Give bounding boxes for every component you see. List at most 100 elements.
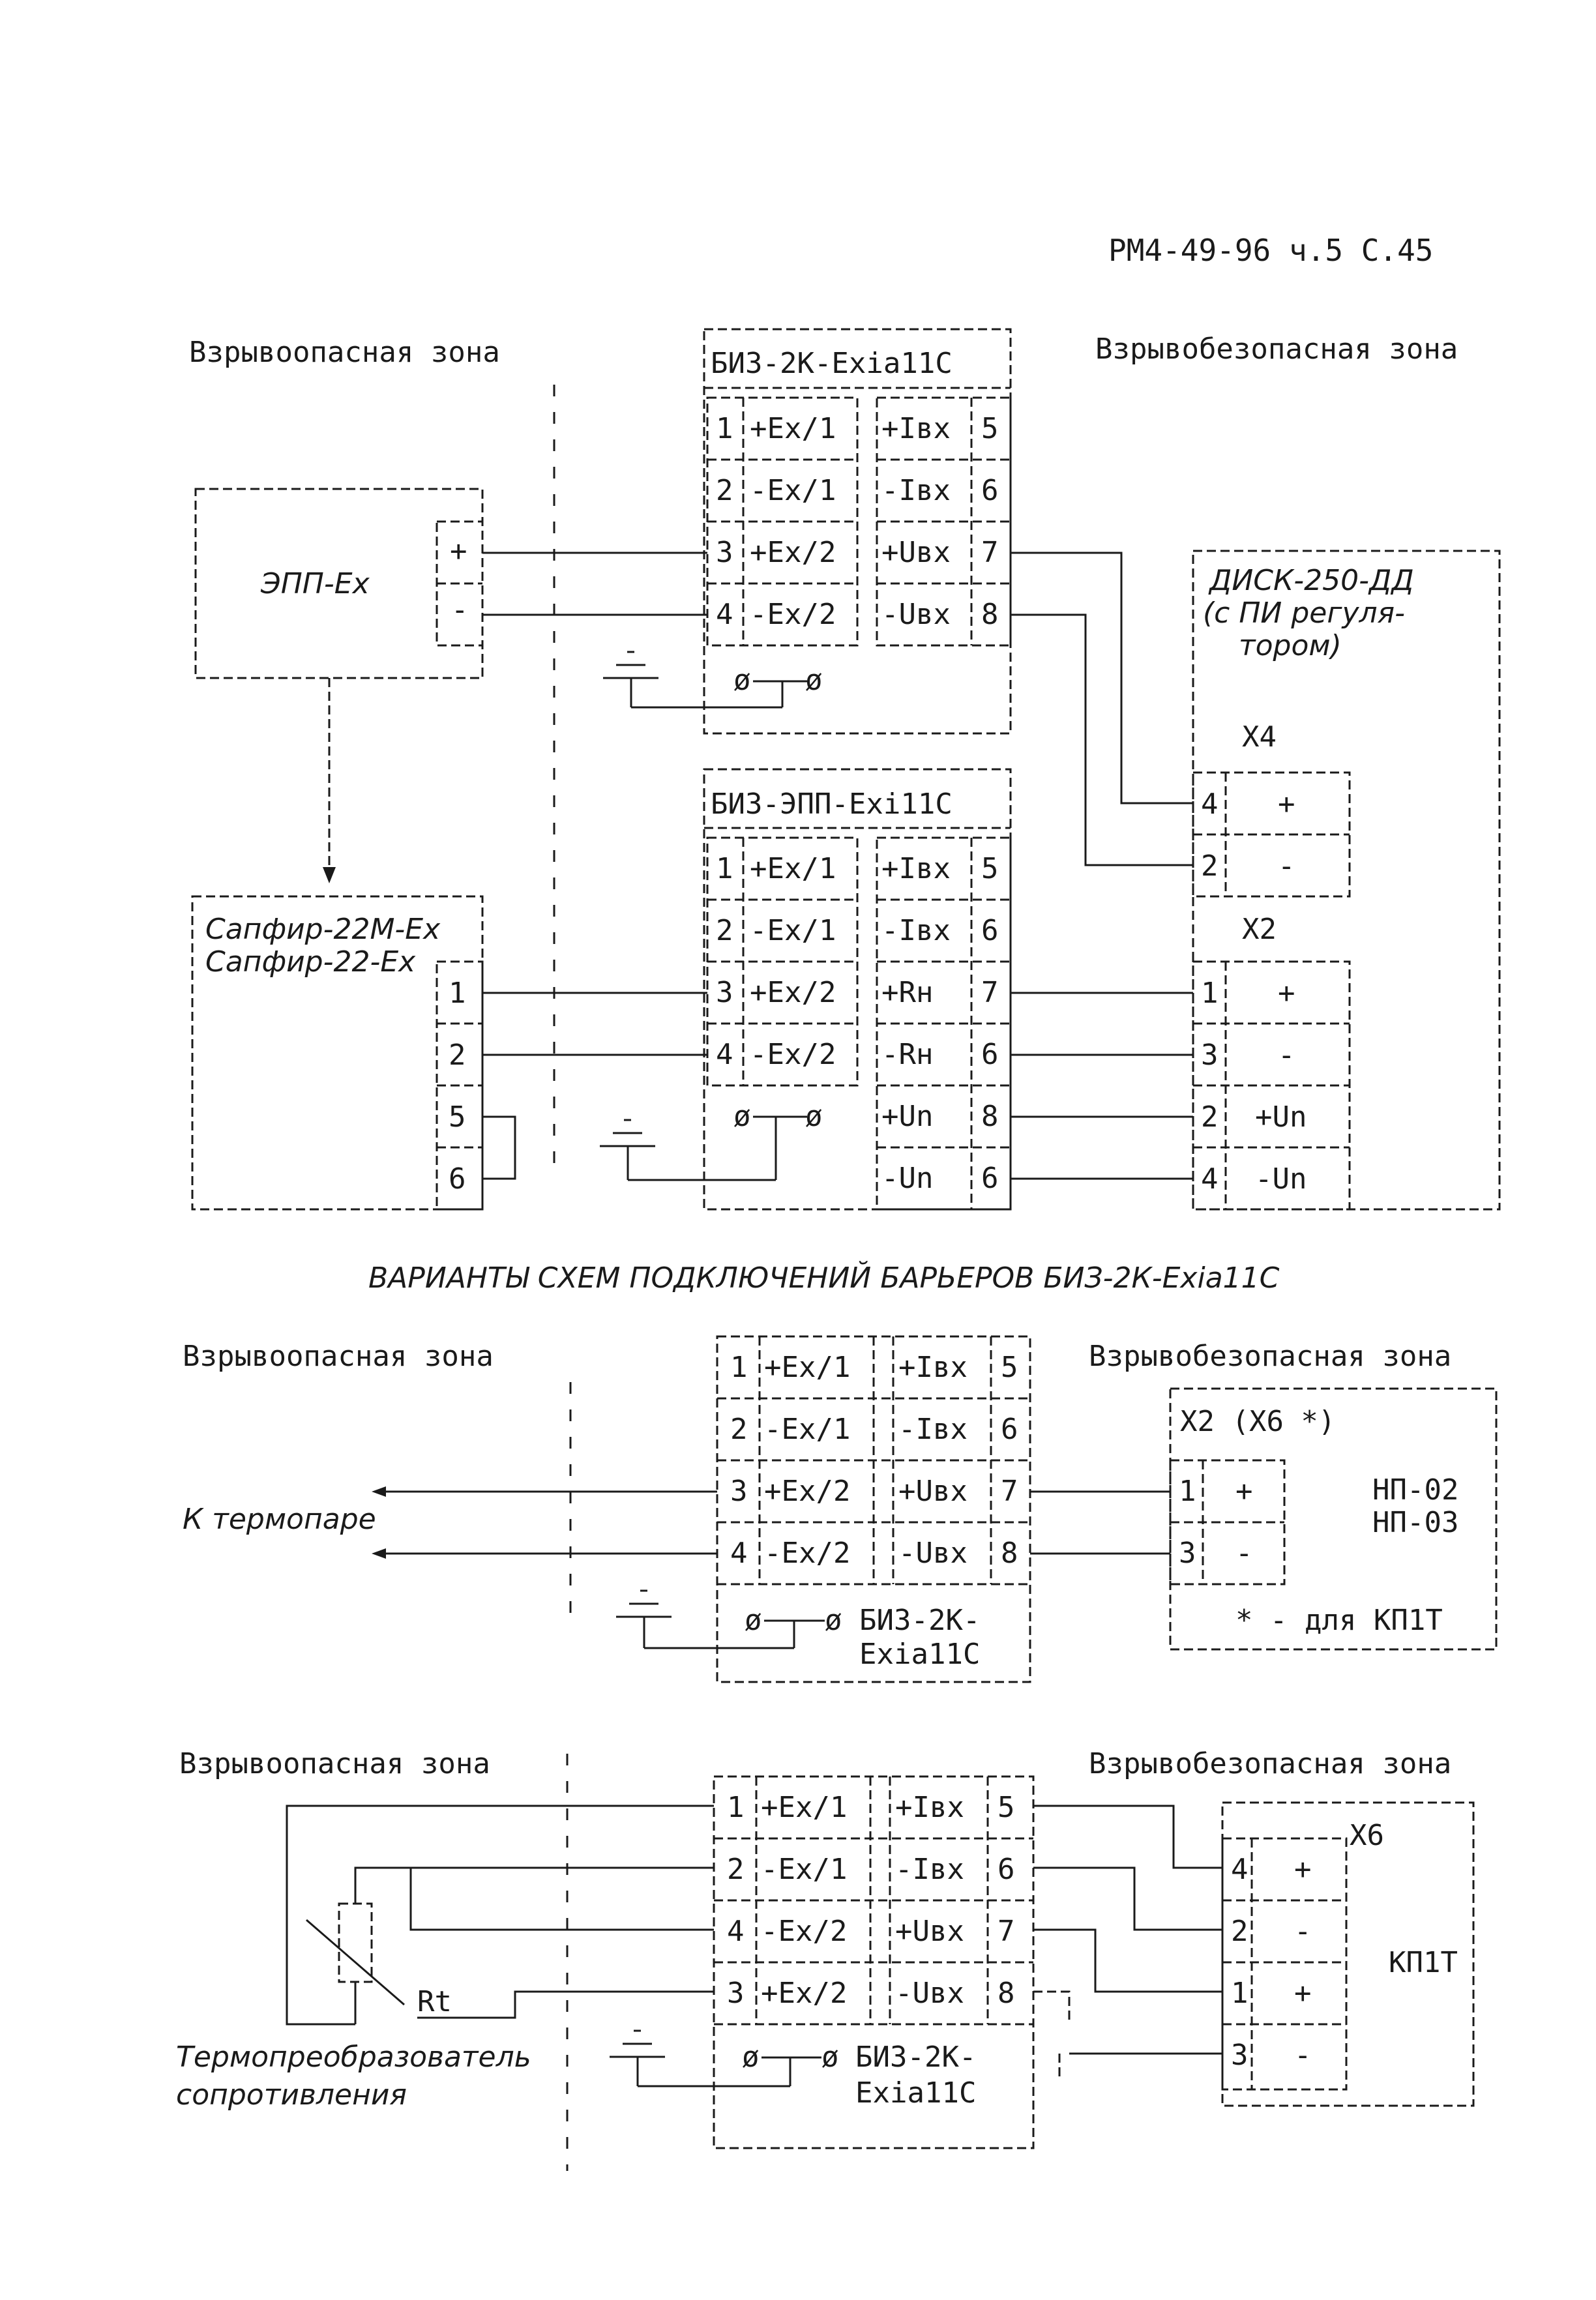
diagram3-sensor-wires <box>286 1805 714 2026</box>
bizepp-row5-out: +Un <box>881 1100 933 1133</box>
biz2k-row4-m: 8 <box>981 598 999 631</box>
biz2k-row2-ex: -Ex/1 <box>750 474 836 507</box>
v3-row3-m: 7 <box>998 1915 1015 1948</box>
bizepp-row1-n: 1 <box>716 852 733 885</box>
v2-row2-n: 2 <box>730 1413 748 1446</box>
rtd-sensor: Rt <box>306 1902 460 2019</box>
page-header: РМ4-49-96 ч.5 С.45 <box>1108 233 1434 268</box>
v3-row1-m: 5 <box>998 1791 1015 1824</box>
np-name-1: НП-02 <box>1372 1473 1458 1507</box>
v2-row1-m: 5 <box>1001 1351 1018 1384</box>
bizepp-row5-m: 8 <box>981 1100 999 1133</box>
safe-zone-label-3: Взрывобезопасная зона <box>1089 1747 1451 1780</box>
v3-row2-ex: -Ex/1 <box>761 1853 847 1886</box>
bizepp-row2-out: -Iвх <box>881 914 951 947</box>
v3-row2-out: -Iвх <box>895 1853 964 1886</box>
biz2k-row4-n: 4 <box>716 598 733 631</box>
epp-plus-terminal: + <box>450 535 467 568</box>
sensor-label-1: Термопреобразователь <box>176 2041 531 2074</box>
ground-icon-3 <box>616 1589 794 1649</box>
bizepp-row1-m: 5 <box>981 852 999 885</box>
v3-row4-ex: +Ex/2 <box>761 1977 847 2010</box>
disk-x2-row2-n: 3 <box>1201 1039 1219 1072</box>
bizepp-row3-m: 7 <box>981 976 999 1009</box>
kp1t-row2-n: 2 <box>1231 1915 1249 1948</box>
disk-title-line-2: (с ПИ регуля- <box>1203 597 1405 630</box>
np-row2-n: 3 <box>1179 1537 1196 1570</box>
disk-x2-row1-s: + <box>1278 977 1295 1010</box>
v2-row4-n: 4 <box>730 1537 748 1570</box>
sapfir-device: Сапфир-22М-Ex Сапфир-22-Ex 1 2 5 6 <box>191 895 484 1211</box>
v3-row1-n: 1 <box>727 1791 745 1824</box>
kp1t-x6-label: Х6 <box>1350 1819 1384 1852</box>
v3-row3-ex: -Ex/2 <box>761 1915 847 1948</box>
epp-minus-terminal: - <box>451 593 469 627</box>
disk-250-dd-device: ДИСК-250-ДД (с ПИ регуля- тором) Х4 4 + … <box>1192 550 1501 1211</box>
sapfir-terminal-1: 1 <box>449 977 466 1010</box>
v2-row3-m: 7 <box>1001 1475 1018 1508</box>
v2-row1-ex: +Ex/1 <box>764 1351 850 1384</box>
kp1t-row4-n: 3 <box>1231 2039 1249 2072</box>
bizepp-row1-ex: +Ex/1 <box>750 852 836 885</box>
barrier-variant-3: 1 +Ex/1 +Iвх 5 2 -Ex/1 -Iвх 6 4 -Ex/2 +U… <box>713 1775 1035 2149</box>
ground-icon-4 <box>610 2029 790 2087</box>
ground-icon-1 <box>603 651 782 709</box>
v3-row4-out: -Uвх <box>895 1977 964 2010</box>
biz2k-row3-m: 7 <box>981 536 999 569</box>
barrier-biz-2k-title: БИЗ-2К-Exia11C <box>711 347 953 380</box>
disk-x2-row4-n: 4 <box>1201 1162 1219 1196</box>
biz2k-row1-m: 5 <box>981 412 999 445</box>
biz2k-row1-ex: +Ex/1 <box>750 412 836 445</box>
v2-row3-n: 3 <box>730 1475 748 1508</box>
hazard-zone-label-2: Взрывоопасная зона <box>183 1340 494 1373</box>
biz2k-row3-ex: +Ex/2 <box>750 536 836 569</box>
thermocouple-label: К термопаре <box>183 1503 376 1536</box>
v3-row3-out: +Uвх <box>895 1915 964 1948</box>
v2-row1-out: +Iвх <box>898 1351 968 1384</box>
bizepp-ground-a: ø <box>733 1100 751 1133</box>
v2-row2-m: 6 <box>1001 1413 1018 1446</box>
v3-row2-m: 6 <box>998 1853 1015 1886</box>
biz2k-row3-n: 3 <box>716 536 733 569</box>
biz2k-row2-m: 6 <box>981 474 999 507</box>
np-note: * - для КП1Т <box>1235 1604 1443 1637</box>
epp-ex-title: ЭПП-Ex <box>260 567 370 600</box>
barrier-variant-2: 1 +Ex/1 +Iвх 5 2 -Ex/1 -Iвх 6 3 +Ex/2 +U… <box>716 1335 1031 1683</box>
sapfir-title-1: Сапфир-22М-Ex <box>205 913 441 946</box>
v3-ground-a: ø <box>742 2041 760 2074</box>
biz2k-row1-out: +Iвх <box>881 412 951 445</box>
v3-barrier-label-1: БИЗ-2К- <box>855 2041 976 2074</box>
disk-x2-row4-s: -Un <box>1255 1162 1307 1196</box>
kp1t-row1-s: + <box>1294 1853 1312 1886</box>
disk-x2-row3-s: +Un <box>1255 1100 1307 1134</box>
barrier-biz-2k: БИЗ-2К-Exia11C 1 +Ex/1 +Iвх 5 2 -Ex/1 -I… <box>703 328 1012 735</box>
barrier-biz-epp-title: БИЗ-ЭПП-Exi11C <box>711 788 953 821</box>
v2-row2-ex: -Ex/1 <box>764 1413 850 1446</box>
v3-row2-n: 2 <box>727 1853 745 1886</box>
biz2k-ground-a: ø <box>733 664 751 697</box>
v2-row4-ex: -Ex/2 <box>764 1537 850 1570</box>
thermocouple-wires <box>372 1486 717 1559</box>
v2-row3-out: +Uвх <box>898 1475 968 1508</box>
kp1t-row1-n: 4 <box>1231 1853 1249 1886</box>
epp-sapfir-arrowhead <box>323 867 336 883</box>
bizepp-row4-ex: -Ex/2 <box>750 1038 836 1071</box>
np-name-2: НП-03 <box>1372 1506 1458 1539</box>
disk-x4-row2-n: 2 <box>1201 849 1219 883</box>
sapfir-terminal-5: 5 <box>449 1100 466 1134</box>
biz2k-row2-n: 2 <box>716 474 733 507</box>
bizepp-row4-out: -Rн <box>881 1038 933 1071</box>
v3-barrier-label-2: Exia11C <box>855 2076 976 2110</box>
disk-x4-row1-n: 4 <box>1201 788 1219 821</box>
sensor-label-2: сопротивления <box>176 2078 407 2112</box>
kp1t-row4-s: - <box>1294 2039 1312 2072</box>
safe-zone-label-2: Взрывобезопасная зона <box>1089 1340 1451 1373</box>
bizepp-row3-ex: +Ex/2 <box>750 976 836 1009</box>
bizepp-row3-n: 3 <box>716 976 733 1009</box>
epp-ex-device: ЭПП-Ex + - <box>194 488 484 679</box>
bizepp-row6-out: -Un <box>881 1162 933 1195</box>
variants-subtitle: ВАРИАНТЫ СХЕМ ПОДКЛЮЧЕНИЙ БАРЬЕРОВ БИЗ-2… <box>368 1260 1280 1295</box>
v2-row3-ex: +Ex/2 <box>764 1475 850 1508</box>
barrier-biz-epp: БИЗ-ЭПП-Exi11C 1 +Ex/1 +Iвх 5 2 -Ex/1 -I… <box>703 768 1012 1211</box>
